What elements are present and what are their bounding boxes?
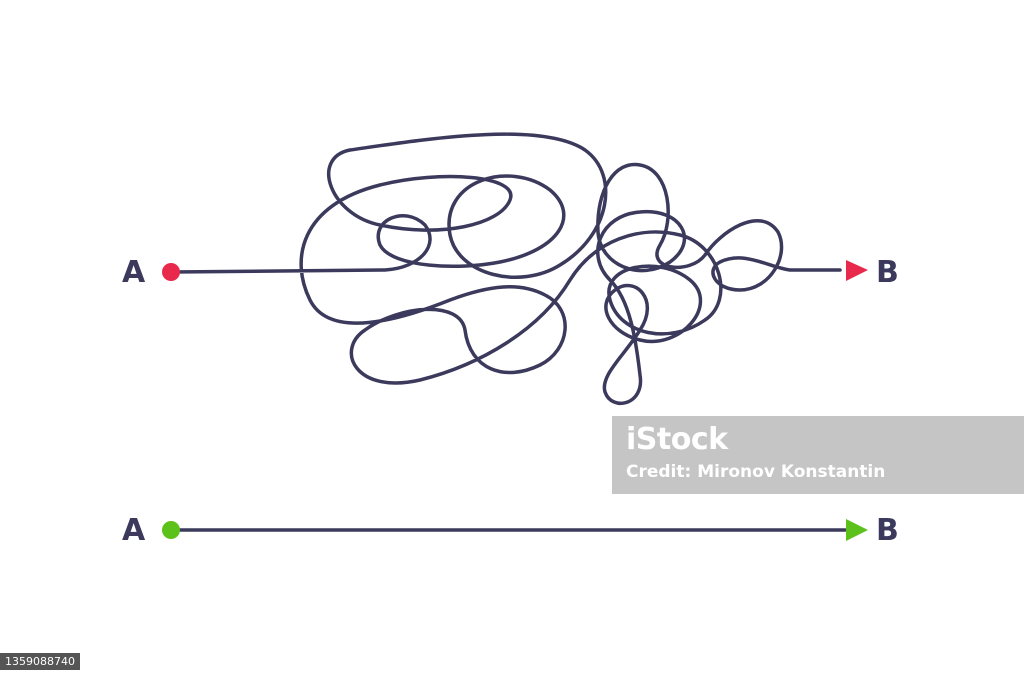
top-arrow-head: [846, 260, 868, 281]
image-id-badge: 1359088740: [0, 653, 80, 670]
bottom-end-label: B: [876, 513, 899, 548]
straight-path-group: A B: [122, 513, 899, 548]
top-start-dot: [162, 263, 180, 281]
tangled-path: [170, 132, 842, 406]
istock-logo: iStock: [626, 422, 728, 457]
bottom-start-dot: [162, 521, 180, 539]
tangled-path-group: A B: [122, 132, 899, 406]
bottom-start-label: A: [122, 513, 146, 548]
credit-text: Credit: Mironov Konstantin: [626, 462, 886, 482]
top-start-label: A: [122, 255, 146, 290]
istock-watermark: iStock Credit: Mironov Konstantin: [612, 416, 1024, 494]
top-end-label: B: [876, 255, 899, 290]
bottom-arrow-head: [846, 519, 868, 541]
